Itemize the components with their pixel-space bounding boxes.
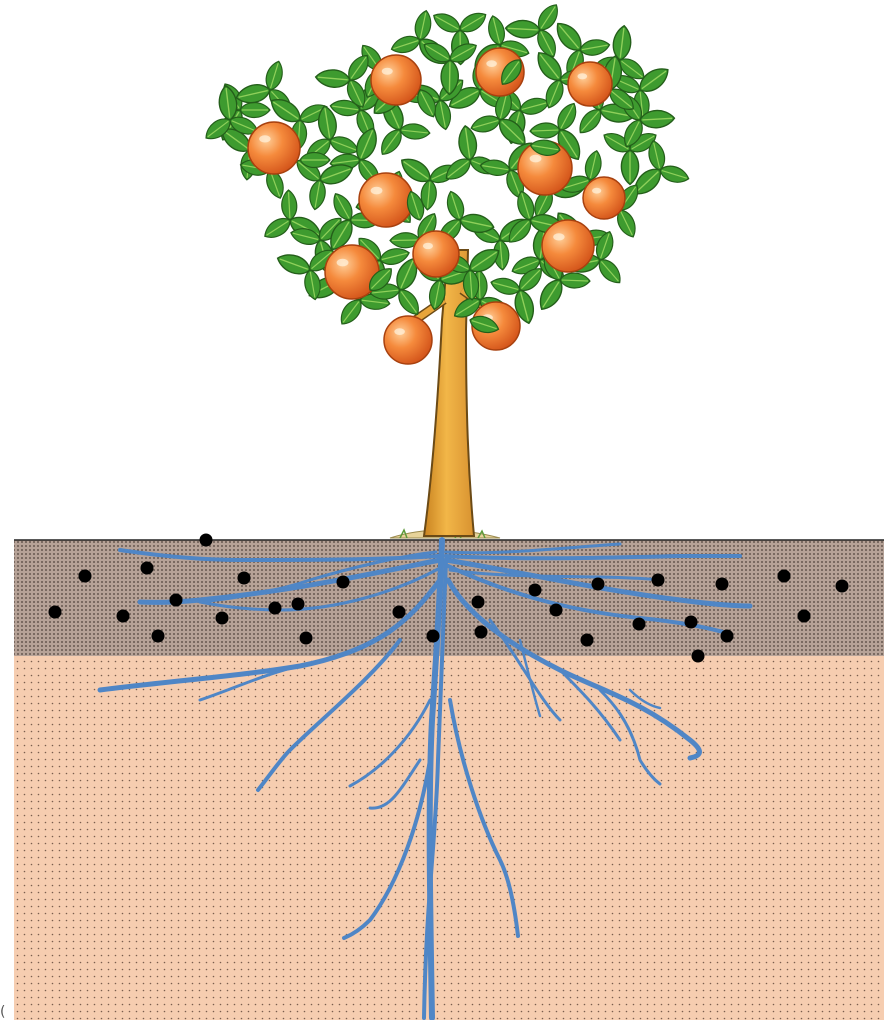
soil-particle [685,616,698,629]
fruit [568,62,612,106]
soil-particle [427,630,440,643]
soil-particle [216,612,229,625]
soil-particle [721,630,734,643]
fruit [371,55,421,105]
soil-particle [581,634,594,647]
soil [14,540,884,1020]
soil-particle [652,574,665,587]
soil-particle [692,650,705,663]
soil-particle [300,632,313,645]
soil-particle [117,610,130,623]
soil-particle [529,584,542,597]
soil-particle [798,610,811,623]
soil-particle [716,578,729,591]
leaf [300,153,330,168]
leaf [240,103,270,118]
leaf [621,150,638,185]
soil-particle [472,596,485,609]
leaf [307,179,327,211]
fruit [248,122,300,174]
fruit [583,177,625,219]
soil-particle [152,630,165,643]
fruit [325,245,379,299]
leaf [315,68,351,88]
soil-particle [337,576,350,589]
soil-particle [200,534,213,547]
soil-particle [393,606,406,619]
soil-particle [592,578,605,591]
leaf [530,123,561,139]
soil-particle [79,570,92,583]
fruit [542,220,594,272]
root [446,556,740,558]
soil-particle [633,618,646,631]
leaf [560,273,591,289]
soil-particle [778,570,791,583]
fruit [384,316,432,364]
corner-mark: ( [0,1004,14,1020]
soil-particle [49,606,62,619]
soil-particle [292,598,305,611]
soil-particle [475,626,488,639]
leaf [399,123,430,141]
fruit [413,231,459,277]
soil-particle [170,594,183,607]
soil-particle [550,604,563,617]
leaf [281,190,298,221]
fruit [359,173,413,227]
leaf [505,20,540,39]
leaf [579,37,611,57]
soil-particle [836,580,849,593]
soil-particle [238,572,251,585]
soil-particle [141,562,154,575]
soil-particle [269,602,282,615]
